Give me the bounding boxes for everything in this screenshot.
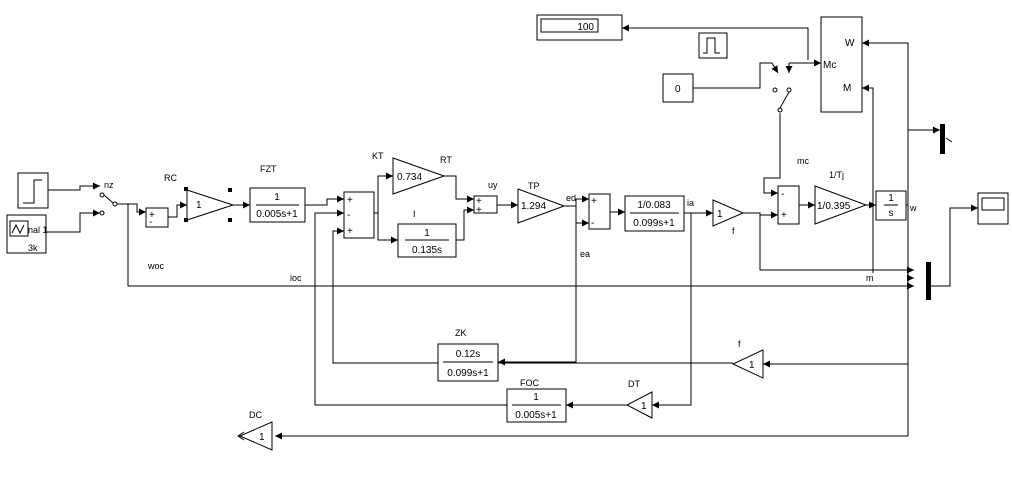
armature-tf[interactable]: 1/0.083 0.099s+1 ia [624, 195, 694, 232]
fzt-den: 0.005s+1 [256, 209, 298, 220]
tj-gain-value: 1/0.395 [817, 201, 851, 212]
sum3-sign-2: - [347, 210, 350, 221]
foc-den: 0.005s+1 [515, 410, 557, 421]
uy-sign-2: + [476, 205, 482, 216]
fzt-label: FZT [260, 164, 277, 174]
ioc-label: ioc [290, 273, 302, 283]
ed-sign-2: - [591, 218, 594, 229]
pulse-source-top[interactable] [698, 32, 728, 59]
rc-sum-sign-2: - [149, 217, 152, 228]
tj-label: 1/Tj [829, 170, 844, 180]
foc-num: 1 [533, 392, 539, 403]
mech-m-label: M [843, 83, 851, 94]
rt-gain-value: 0.734 [397, 172, 422, 183]
speed-integrator[interactable]: 1 s w [875, 190, 917, 221]
step-source[interactable] [17, 172, 49, 209]
dt-gain-value: 1 [641, 401, 647, 412]
dc-label: DC [249, 410, 262, 420]
f2-gain-value: 1 [749, 360, 755, 371]
sum3-sign-3: + [347, 226, 353, 237]
rc-gain[interactable]: RC 1 [164, 173, 235, 222]
dt-gain[interactable]: DT 1 [625, 379, 653, 419]
foc-transfer-function[interactable]: FOC 1 0.005s+1 [506, 378, 567, 423]
signal-lines [46, 24, 978, 440]
mc-sum[interactable]: mc - + [777, 156, 809, 225]
rc-sum[interactable]: + - [145, 207, 169, 228]
ed-label: ed [566, 193, 576, 203]
tp-label: TP [528, 181, 540, 191]
zk-den: 0.099s+1 [447, 368, 489, 379]
pulse-label: nal 1 [28, 225, 48, 235]
mc-sign-2: + [781, 210, 787, 221]
uy-sign-1: + [476, 196, 482, 207]
uy-sum[interactable]: uy + + [473, 180, 498, 216]
rc-gain-value: 1 [196, 200, 202, 211]
fzt-num: 1 [274, 192, 280, 203]
sum3-sign-1: + [347, 195, 353, 206]
reference-switch[interactable]: nz [99, 180, 118, 216]
switch-label: nz [104, 180, 114, 190]
flux-gain[interactable]: 1 f [712, 199, 745, 236]
kt-label: KT [372, 151, 384, 161]
tj-gain[interactable]: 1/Tj 1/0.395 [814, 170, 868, 225]
woc-label: woc [147, 261, 165, 271]
int-den: s [889, 208, 894, 219]
dc-gain-value: 1 [259, 432, 265, 443]
pulse-sub-label: 3k [28, 243, 38, 253]
armature-num: 1/0.083 [637, 200, 671, 211]
dc-gain[interactable]: DC 1 [237, 410, 273, 451]
f2-label: f [738, 339, 741, 349]
ea-label: ea [580, 249, 590, 259]
w-label: w [909, 203, 917, 213]
ed-sum[interactable]: ed + - ea [566, 193, 611, 259]
tp-gain[interactable]: TP 1.294 [517, 181, 566, 224]
mech-mc-label: Mc [823, 60, 836, 71]
main-mux[interactable]: m [866, 262, 931, 300]
rc-sum-sign-1: + [149, 210, 155, 221]
uy-label: uy [488, 180, 498, 190]
i-num: 1 [424, 228, 430, 239]
mc-sign-1: - [781, 189, 784, 200]
ia-label: ia [687, 198, 694, 208]
constant-block[interactable]: 0 [662, 73, 694, 103]
m-label: m [866, 273, 874, 283]
i-den: 0.135s [412, 245, 442, 256]
display-block[interactable]: 100 [536, 14, 623, 41]
f-label: f [732, 226, 735, 236]
flux-feedback-gain[interactable]: f 1 [731, 339, 764, 379]
mech-w-label: W [845, 38, 855, 49]
scope-block[interactable] [977, 192, 1009, 225]
pulse-generator[interactable]: nal 1 3k [6, 214, 48, 254]
zk-label: ZK [455, 328, 467, 338]
f-gain-value: 1 [717, 209, 723, 220]
i-label: I [413, 209, 416, 219]
int-num: 1 [888, 193, 894, 204]
constant-value: 0 [675, 84, 681, 95]
current-sum[interactable]: + - + [343, 191, 375, 239]
rc-label: RC [164, 173, 177, 183]
rt-label: RT [440, 155, 452, 165]
armature-den: 0.099s+1 [633, 218, 675, 229]
ed-sign-1: + [591, 196, 597, 207]
tp-gain-value: 1.294 [521, 201, 546, 212]
load-switch[interactable] [772, 87, 792, 113]
display-value: 100 [577, 22, 594, 33]
foc-label: FOC [520, 378, 539, 388]
zk-transfer-function[interactable]: ZK 0.12s 0.099s+1 [437, 328, 499, 382]
mc-label: mc [797, 156, 809, 166]
zk-num: 0.12s [456, 349, 480, 360]
dt-label: DT [628, 379, 640, 389]
top-right-mux[interactable] [940, 124, 953, 154]
mechanical-subsystem[interactable]: W Mc M [820, 16, 863, 113]
integrator-tf[interactable]: I 1 0.135s [397, 209, 457, 258]
rt-gain[interactable]: KT RT 0.734 [372, 151, 452, 195]
fzt-transfer-function[interactable]: FZT 1 0.005s+1 [249, 164, 306, 223]
